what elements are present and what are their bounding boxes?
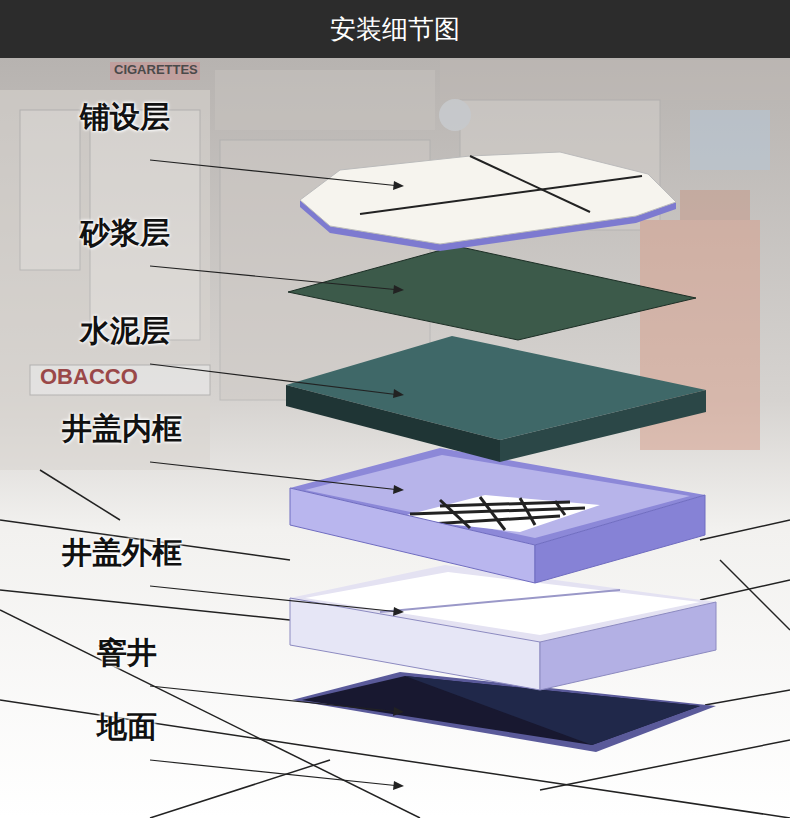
leader-lines <box>150 160 400 786</box>
inner-frame <box>290 448 705 583</box>
floor-tiles <box>0 470 790 818</box>
part-label: 铺设层 <box>80 100 170 135</box>
part-label: 地面 <box>97 710 157 745</box>
storefront <box>0 60 790 470</box>
part-label: 水泥层 <box>80 314 170 349</box>
paving-layer <box>300 152 676 251</box>
mortar-layer <box>288 246 696 340</box>
background-sign-text: CIGARETTES <box>114 62 198 77</box>
part-label: 井盖内框 <box>62 412 182 447</box>
background <box>0 58 790 818</box>
cement-layer <box>286 336 706 462</box>
part-label: 井盖外框 <box>62 536 182 571</box>
diagram-title: 安装细节图 <box>0 0 790 58</box>
part-label: 砂浆层 <box>80 216 170 251</box>
leader-arrowheads <box>393 181 404 790</box>
part-label: 窨井 <box>97 636 157 671</box>
outer-frame <box>290 565 716 690</box>
background-sign-text: OBACCO <box>40 364 138 390</box>
